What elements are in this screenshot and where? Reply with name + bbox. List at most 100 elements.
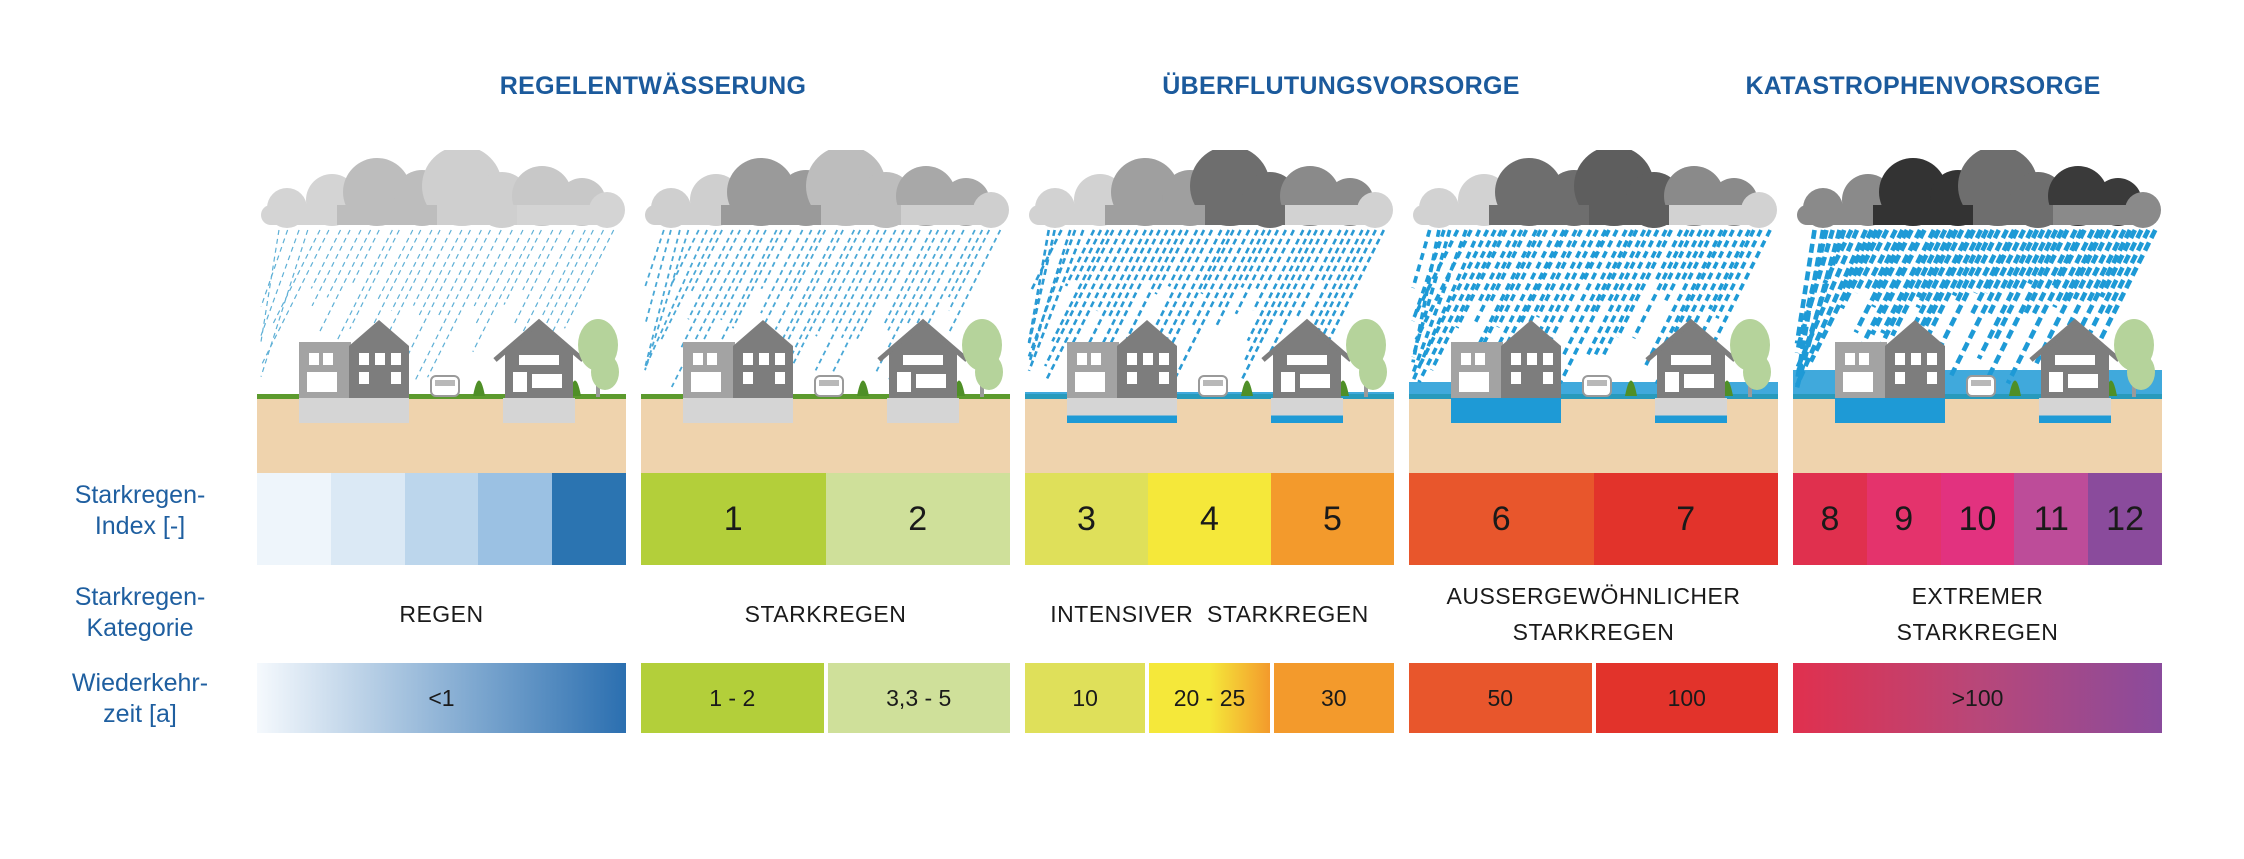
index-cell — [478, 473, 553, 565]
house-icon — [1067, 320, 1177, 423]
rain-streak — [1915, 228, 1959, 309]
rain-streak — [350, 229, 380, 286]
category-label: REGEN — [257, 565, 626, 663]
rain-streak — [418, 229, 463, 317]
rain-streak — [772, 229, 839, 358]
rain-streak — [886, 229, 965, 383]
rain-streak — [1266, 229, 1333, 358]
house-icon — [2029, 318, 2121, 423]
category-text: INTENSIVER STARKREGEN — [1050, 601, 1369, 627]
category-text: EXTREMER — [1911, 583, 2044, 609]
rain-streak — [1411, 229, 1482, 382]
rain-streak — [513, 229, 562, 326]
rain-streak — [390, 229, 433, 312]
rain-streak — [2031, 228, 2078, 316]
rain-streak — [760, 229, 804, 314]
rain-streak — [1794, 229, 1835, 352]
rain-streak — [522, 229, 554, 291]
rain-streak — [856, 229, 913, 340]
rain-scene-illustration — [1409, 150, 1778, 473]
return-period-cell: <1 — [257, 663, 626, 733]
rain-streak — [1496, 229, 1549, 328]
rain-streak — [700, 229, 778, 382]
index-cell: 1 — [641, 473, 826, 565]
index-cell: 10 — [1940, 473, 2015, 565]
rain-streak — [906, 229, 956, 324]
basement-water — [1451, 398, 1561, 423]
rain-streak — [1083, 229, 1147, 352]
rain-streak — [1642, 229, 1716, 371]
rain-streak — [311, 229, 351, 307]
rain-streak — [1216, 229, 1259, 312]
rain-streak — [644, 229, 665, 288]
category-text: STARKREGEN — [744, 601, 907, 627]
rain-streak — [1309, 229, 1356, 317]
rain-streak — [412, 229, 452, 306]
rain-streak — [1951, 228, 1989, 297]
rain-streak — [1462, 229, 1543, 384]
rain-streak — [779, 229, 862, 390]
basement — [683, 398, 793, 423]
house-icon — [877, 318, 969, 423]
car-icon — [1582, 375, 1612, 397]
row-label-line: zeit [a] — [103, 700, 177, 728]
rain-streak — [1880, 228, 1936, 335]
rain-streak — [1983, 228, 2020, 294]
section-heading: KATASTROPHENVORSORGE — [1745, 72, 2101, 100]
rain-streak — [1412, 229, 1460, 318]
rain-streak — [260, 229, 289, 308]
return-period-cell: 20 - 25 — [1149, 663, 1270, 733]
tree-icon — [1730, 319, 1771, 397]
rain-streak — [1044, 229, 1115, 367]
rain-streak — [402, 229, 471, 366]
rain-streak — [789, 229, 856, 358]
rain-scene-illustration — [1793, 150, 2162, 473]
rain-streak — [644, 229, 690, 371]
rain-streak — [1890, 228, 1948, 337]
starkregen-index-row — [257, 473, 626, 565]
category-text: REGEN — [399, 601, 484, 627]
rain-streak — [1853, 228, 1890, 294]
return-period-cell: 10 — [1025, 663, 1146, 733]
rain-streak — [1589, 229, 1635, 315]
rain-streak — [1411, 229, 1446, 322]
rain-streak — [1993, 228, 2053, 340]
rain-streak — [1592, 229, 1660, 358]
section-heading: ÜBERFLUTUNGSVORSORGE — [1162, 72, 1520, 100]
rain-streak — [364, 229, 422, 341]
car-icon — [430, 375, 460, 397]
rain-streak — [1146, 229, 1176, 284]
rain-streak — [2052, 228, 2095, 309]
rain-streak — [1632, 229, 1690, 339]
rain-streak — [1295, 229, 1342, 318]
rain-streak — [720, 229, 767, 321]
basement-water — [1835, 398, 1945, 423]
row-label-line: Starkregen- — [74, 583, 206, 611]
rain-streak — [687, 229, 734, 320]
cloud-icon — [1413, 150, 1777, 228]
rain-streak — [1215, 229, 1266, 327]
rain-streak — [1108, 229, 1154, 317]
basement — [299, 398, 409, 423]
rain-streak — [1027, 229, 1077, 357]
return-period-cell: 30 — [1273, 663, 1394, 733]
rain-streak — [1278, 229, 1325, 319]
bush-icon — [473, 380, 485, 396]
rain-streak — [260, 229, 330, 367]
house-icon — [683, 320, 793, 423]
tree-icon — [1346, 319, 1387, 397]
rain-streak — [540, 229, 594, 335]
house-icon — [1261, 318, 1353, 423]
rain-streak — [1234, 229, 1279, 315]
rain-streak — [1455, 229, 1508, 329]
category-text: AUSSERGEWÖHNLICHER — [1446, 583, 1741, 609]
rain-streak — [1794, 229, 1860, 370]
bush-icon — [2009, 380, 2021, 396]
rain-streak — [413, 229, 491, 383]
rain-streak — [1869, 228, 1941, 366]
rain-streak — [1664, 229, 1703, 302]
tree-icon — [2114, 319, 2155, 397]
